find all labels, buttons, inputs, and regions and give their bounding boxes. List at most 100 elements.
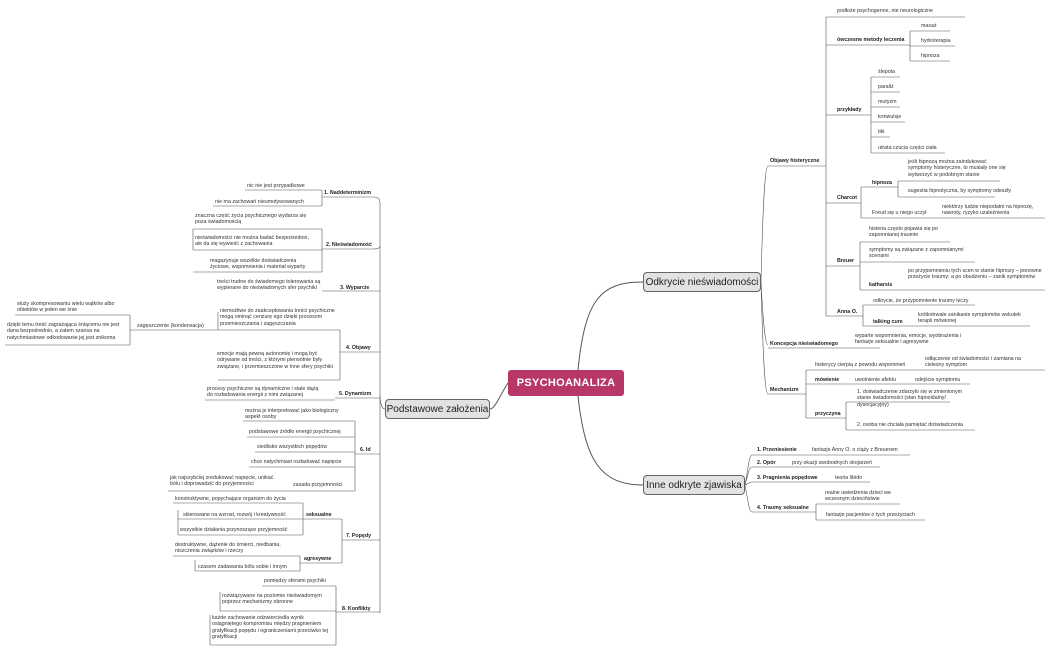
node-zageszczenie[interactable]: zagęszczenie (kondensacja) bbox=[137, 323, 204, 329]
node-anna-text: odkrycie, że przypomnienie traumy leczy bbox=[873, 298, 969, 304]
node-koncepcja-text: wyparte wspomnienia, emocje, wyobrażenia… bbox=[855, 333, 962, 346]
node-nies-2: nieświadomości nie można badać bezpośred… bbox=[195, 235, 309, 248]
node-traumy-2: fantazje pacjentów o tych przeżyciach bbox=[826, 512, 915, 518]
edge-traumy bbox=[744, 484, 753, 513]
node-seks-1: konstruktywne, popychające organizm do ż… bbox=[175, 496, 286, 502]
node-koncepcja[interactable]: Koncepcja nieświadomego bbox=[770, 341, 838, 347]
node-przyklady[interactable]: przykłady bbox=[837, 107, 862, 113]
node-mechanizm[interactable]: Mechanizm bbox=[770, 387, 799, 393]
node-odlaczenie: odłączenie od świadomości i zamiana na c… bbox=[925, 356, 1021, 369]
edge-root-inne bbox=[577, 395, 644, 486]
edge-root-odkrycie bbox=[577, 281, 644, 371]
node-nieswiadomosc[interactable]: 2. Nieświadomość bbox=[326, 242, 372, 248]
node-utrata-czucia: utrata czucia części ciała bbox=[878, 145, 937, 151]
node-zasada-text: jak najszybciej zredukować napięcie, uni… bbox=[170, 475, 274, 488]
branch-podstawowe[interactable]: Podstawowe założenia bbox=[385, 399, 490, 419]
node-metody[interactable]: ówczesne metody leczenia bbox=[837, 37, 905, 43]
node-paraliz: paraliż bbox=[878, 84, 894, 90]
node-konwulsje: konwulsje bbox=[878, 114, 902, 120]
node-dynamizm[interactable]: 5. Dynamizm bbox=[339, 391, 372, 397]
node-nies-3: magazynuje wszelkie doświadczenia życiow… bbox=[210, 258, 306, 271]
node-opor[interactable]: 2. Opór bbox=[757, 460, 776, 466]
node-pragnienia-text: teoria libido bbox=[835, 475, 863, 481]
node-breuer-1: histeria często pojawia się po zapomnian… bbox=[869, 226, 938, 239]
node-traumy-1: realne uwiedzenia dzieci we wczesnym dzi… bbox=[825, 490, 891, 503]
node-konflikty[interactable]: 8. Konflikty bbox=[342, 606, 371, 612]
node-opor-text: przy okazji swobodnych skojarzeń bbox=[792, 460, 873, 466]
node-freud-text: niektórzy ludzie niepodatni na hipnozę, … bbox=[942, 204, 1034, 217]
node-agr-1: destruktywne, dążenie do śmierci, niedba… bbox=[175, 542, 281, 555]
node-przyczyna[interactable]: przyczyna bbox=[815, 411, 841, 417]
node-katharsis[interactable]: katharsis bbox=[869, 282, 893, 288]
node-seksualne[interactable]: seksualne bbox=[306, 512, 332, 518]
node-wyparcie-text: treści trudne do świadomego tolerowania … bbox=[217, 279, 321, 292]
node-zag-2: dzięki temu treść zagrażająca śniącemu n… bbox=[7, 322, 120, 341]
node-nies-1: znaczna część życia psychicznego wydarza… bbox=[195, 213, 307, 226]
edge-przeniesienie bbox=[744, 454, 753, 486]
node-hipnoza-text2: sugestia hipnotyczna, by symptomy odeszł… bbox=[908, 188, 1012, 194]
node-charcot[interactable]: Charcot bbox=[837, 195, 858, 201]
node-seks-3: wszystkie działania przynoszące przyjemn… bbox=[180, 527, 288, 533]
node-hipnoza-charcot[interactable]: hipnoza bbox=[872, 180, 893, 186]
node-przyczyna-1: 1. doświadczenie zdarzyło się w zmienion… bbox=[857, 389, 963, 408]
node-hydroterapia: hydroterapia bbox=[921, 38, 951, 44]
node-breuer[interactable]: Breuer bbox=[837, 258, 855, 264]
node-uwolnienie: uwolnienie afektu bbox=[855, 377, 896, 383]
node-nad-2: nie ma zachowań nieumotywowanych bbox=[215, 199, 304, 205]
node-nad-1: nic nie jest przypadkowe bbox=[247, 183, 305, 189]
node-id-2: podstawowe źródło energii psychicznej bbox=[249, 429, 341, 435]
edge-objawy bbox=[760, 165, 769, 283]
node-hipnoza-text1: jeśli hipnozą można zaindukować symptomy… bbox=[908, 159, 1006, 178]
node-zasada[interactable]: zasada przyjemności bbox=[293, 482, 343, 488]
edge-pragnienia bbox=[744, 481, 753, 486]
node-odejscie: odejście symptomu bbox=[915, 377, 961, 383]
edge-l2 bbox=[372, 245, 381, 250]
node-pragnienia[interactable]: 3. Pragnienia popędowe bbox=[757, 475, 818, 481]
node-zag-1: służy skompresowaniu wielu wątków albo o… bbox=[17, 301, 115, 314]
node-popedy[interactable]: 7. Popędy bbox=[346, 533, 372, 539]
node-obj-1: niemożliwe do zaakceptowania treści psyc… bbox=[220, 308, 335, 327]
node-konf-1: pomiędzy sferami psychiki bbox=[264, 578, 326, 584]
edge-root-podstawowe bbox=[489, 382, 509, 410]
node-freud[interactable]: Freud się u niego uczył bbox=[872, 210, 927, 216]
node-histerycy: histerycy cierpią z powodu wspomnień bbox=[815, 362, 906, 368]
node-id-1: można je interpretować jako biologiczny … bbox=[245, 408, 339, 421]
node-agresywne[interactable]: agresywne bbox=[304, 556, 332, 562]
node-konf-3: każde zachowanie odzwierciedla wynik osi… bbox=[212, 615, 328, 641]
node-traumy[interactable]: 4. Traumy seksualne bbox=[757, 505, 809, 511]
branch-inne-zjawiska[interactable]: Inne odkryte zjawiska bbox=[643, 475, 745, 495]
root-node-psychoanaliza[interactable]: PSYCHOANALIZA bbox=[508, 370, 624, 396]
node-obj-2: emocje mają pewną autonomię i mogą być o… bbox=[217, 351, 333, 370]
node-id-3: siedlisko wszystkich popędów bbox=[257, 444, 328, 450]
node-id-4: chce natychmiast rozładować napięcie bbox=[251, 459, 342, 465]
node-mowienie[interactable]: mówienie bbox=[815, 377, 840, 383]
edge-l1 bbox=[372, 196, 381, 204]
node-hipnoza-metoda: hipnoza bbox=[921, 53, 940, 59]
node-id[interactable]: 6. Id bbox=[360, 447, 371, 453]
node-naddeterminizm[interactable]: 1. Naddeterminizm bbox=[324, 190, 372, 196]
node-talking-text: krótkotrwałe zanikanie symptomów wskutek… bbox=[918, 312, 1021, 325]
branch-odkrycie[interactable]: Odkrycie nieświadomości bbox=[643, 272, 761, 292]
node-objawy[interactable]: Objawy histeryczne bbox=[770, 158, 820, 164]
node-dynamizm-text: procesy psychiczne są dynamiczne i stale… bbox=[207, 386, 319, 399]
node-masaz: masaż bbox=[921, 23, 937, 29]
edge-mechanizm bbox=[760, 281, 769, 395]
node-slepota: ślepota bbox=[878, 69, 896, 75]
node-tiki: tiki bbox=[878, 129, 885, 135]
node-przeniesienie-text: fantazje Anny O. o ciąży z Breuerem bbox=[812, 447, 898, 453]
node-mutyzm: mutyzm bbox=[878, 99, 897, 105]
node-breuer-2: symptomy są związane z zapomnianymi scen… bbox=[869, 247, 964, 260]
node-anna[interactable]: Anna O. bbox=[837, 309, 858, 315]
node-podloze: podłoże psychogenne, nie neurologiczne bbox=[837, 8, 934, 14]
node-przyczyna-2: 2. osoba nie chciała pamiętać doświadcze… bbox=[857, 422, 964, 428]
node-katharsis-text: po przypomnieniu tych scen w stanie hipn… bbox=[908, 268, 1042, 281]
node-przeniesienie[interactable]: 1. Przeniesienie bbox=[757, 447, 797, 453]
node-seks-2: skierowane na wzrost, rozwój i kreatywno… bbox=[183, 512, 286, 518]
node-objawy-left[interactable]: 4. Objawy bbox=[346, 345, 371, 351]
node-konf-2: rozwiązywane na poziomie nieświadomym po… bbox=[222, 593, 322, 606]
edge-opor bbox=[744, 466, 753, 486]
node-wyparcie[interactable]: 3. Wyparcie bbox=[340, 285, 370, 291]
node-talking-cure[interactable]: talking cure bbox=[873, 319, 903, 325]
node-agr-2: czasem zadawania bólu sobie i innym bbox=[198, 564, 287, 570]
